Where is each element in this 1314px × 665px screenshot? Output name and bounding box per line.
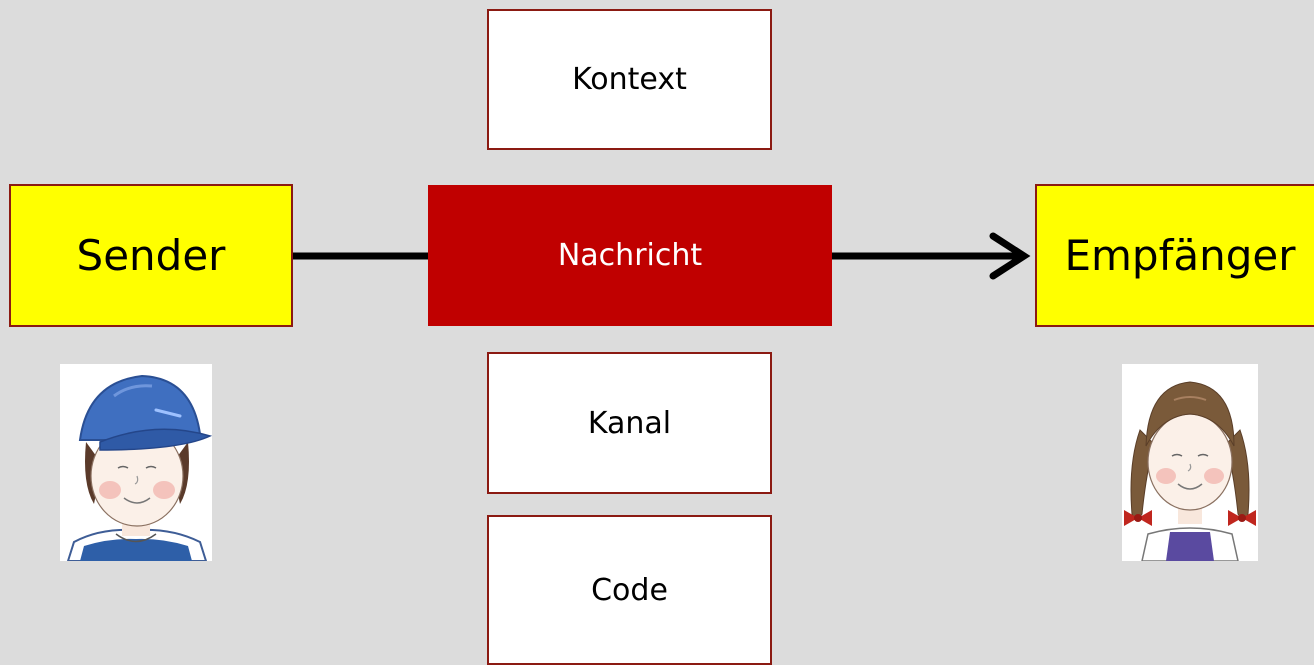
kanal-label: Kanal xyxy=(587,405,672,441)
code-label: Code xyxy=(591,572,668,608)
girl-with-braids-icon xyxy=(1122,364,1258,561)
kontext-label: Kontext xyxy=(572,62,687,97)
nachricht-label: Nachricht xyxy=(557,238,703,273)
kanal-box: Kanal xyxy=(487,352,772,494)
sender-label: Sender xyxy=(76,231,226,280)
empfaenger-label: Empfänger xyxy=(1064,231,1296,280)
empfaenger-box: Empfänger xyxy=(1035,184,1314,327)
sender-portrait-image xyxy=(60,364,212,561)
receiver-portrait-image xyxy=(1122,364,1258,561)
nachricht-box: Nachricht xyxy=(428,185,832,326)
arrowhead-icon xyxy=(989,232,1031,280)
kontext-box: Kontext xyxy=(487,9,772,150)
sender-box: Sender xyxy=(9,184,293,327)
code-box: Code xyxy=(487,515,772,665)
boy-with-cap-icon xyxy=(60,364,212,561)
